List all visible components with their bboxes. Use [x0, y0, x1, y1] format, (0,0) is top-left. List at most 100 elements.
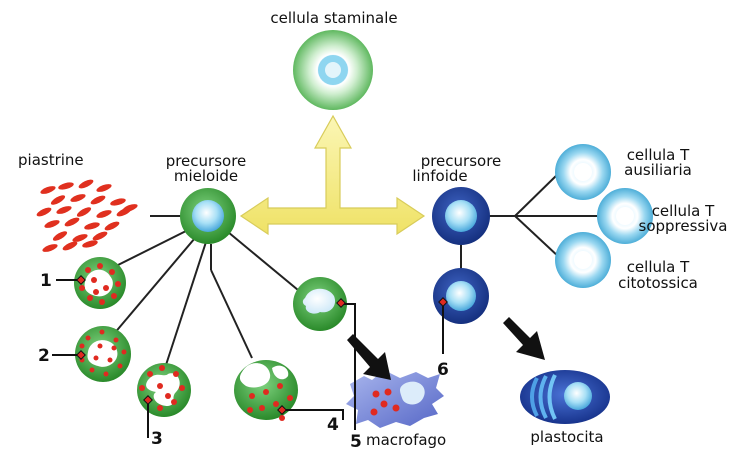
granule-dot — [111, 345, 117, 351]
granule-dot — [111, 293, 117, 299]
label-helper-line1: cellula T — [627, 146, 690, 164]
platelet — [72, 234, 88, 242]
callout-3: 3 — [151, 429, 163, 449]
granule-dot — [103, 285, 109, 291]
cytotoxic-t-cell — [555, 232, 611, 288]
granule-dot — [85, 267, 91, 273]
platelet — [104, 221, 120, 231]
platelet — [62, 241, 78, 251]
line-to-monocyte — [227, 231, 299, 291]
platelet — [76, 207, 92, 217]
platelet — [42, 244, 58, 252]
granule-dot — [93, 289, 99, 295]
platelet — [70, 194, 86, 202]
callout-4: 4 — [327, 415, 339, 435]
label-myeloid-line1: precursore — [166, 152, 247, 170]
granule-dot — [273, 401, 279, 407]
granule-dot — [277, 383, 283, 389]
label-cytotoxic-line1: cellula T — [627, 258, 690, 276]
platelet — [56, 206, 72, 214]
granule-dot — [259, 405, 265, 411]
platelet — [50, 195, 66, 205]
granule-dot — [384, 388, 392, 396]
granule-dot — [97, 263, 103, 269]
granule-dot — [263, 389, 269, 395]
granule-dot — [279, 415, 285, 421]
label-lymphoid-line2: linfoide — [412, 167, 467, 185]
label-stem-cell: cellula staminale — [270, 9, 397, 27]
granule-dot — [99, 299, 105, 305]
callout-1: 1 — [40, 271, 52, 291]
arrow-to-plasma-cell — [503, 317, 545, 360]
granulocyte-cell-4 — [234, 360, 298, 421]
granule-dot — [171, 399, 177, 405]
line-to-cell-3 — [164, 241, 207, 369]
label-suppressor-line2: soppressiva — [639, 217, 728, 235]
granulocyte-cell-3 — [137, 363, 191, 417]
platelet — [96, 184, 112, 192]
granule-dot — [173, 371, 179, 377]
platelet — [64, 217, 80, 227]
granule-dot — [372, 390, 380, 398]
granulocyte-cell-2 — [75, 326, 131, 382]
label-plasma-cell: plastocita — [530, 428, 603, 446]
label-suppressor-line1: cellula T — [652, 202, 715, 220]
platelet — [96, 210, 112, 218]
granule-dot — [179, 385, 185, 391]
line-to-cytotoxic — [514, 215, 561, 259]
granule-dot — [97, 343, 103, 349]
lymphoid-precursor-cell — [432, 187, 490, 245]
platelet — [44, 220, 60, 228]
callout-6: 6 — [437, 360, 449, 380]
suppressor-t-cell — [597, 188, 653, 244]
granule-dot — [117, 363, 123, 369]
granule-dot — [91, 277, 97, 283]
granule-dot — [109, 269, 115, 275]
granulocyte-cell-1 — [74, 257, 126, 309]
label-macrophage: macrofago — [366, 431, 446, 449]
stem-cell — [293, 30, 373, 110]
granule-dot — [370, 408, 378, 416]
myeloid-precursor-cell — [180, 188, 236, 244]
callout-2: 2 — [38, 346, 50, 366]
granule-dot — [115, 281, 121, 287]
granule-dot — [103, 371, 109, 377]
granule-dot — [79, 343, 85, 349]
platelet — [84, 222, 100, 230]
granule-dot — [380, 400, 388, 408]
callout-lines — [52, 279, 444, 438]
platelet — [122, 204, 138, 212]
macrophage-cell — [346, 370, 444, 428]
connector-lines — [111, 171, 600, 369]
monocyte-cell — [293, 277, 347, 331]
label-lymphoid-line1: precursore — [421, 152, 502, 170]
arrow-to-macrophage — [347, 334, 391, 380]
line-to-helper — [514, 171, 561, 217]
plasma-cell — [520, 370, 610, 424]
platelet — [92, 231, 108, 241]
platelet — [40, 186, 56, 194]
platelet — [78, 179, 94, 189]
line-to-cell-4 — [210, 269, 253, 359]
lymphocyte-cell — [433, 268, 489, 324]
label-cytotoxic-line2: citotossica — [618, 274, 698, 292]
granule-dot — [99, 329, 105, 335]
granule-dot — [113, 337, 119, 343]
granule-dot — [159, 365, 165, 371]
yellow-branch-arrow — [239, 114, 426, 236]
callout-5: 5 — [350, 432, 362, 452]
label-platelets: piastrine — [18, 151, 84, 169]
platelets-cluster — [36, 179, 138, 252]
granule-dot — [165, 393, 171, 399]
platelet — [90, 195, 106, 205]
granule-dot — [287, 395, 293, 401]
granule-dot — [157, 383, 163, 389]
callout-markers — [76, 275, 448, 415]
granule-dot — [392, 404, 400, 412]
label-helper-line2: ausiliaria — [624, 161, 692, 179]
granule-dot — [139, 385, 145, 391]
platelet — [36, 207, 52, 217]
line-to-cell-2 — [112, 237, 196, 336]
